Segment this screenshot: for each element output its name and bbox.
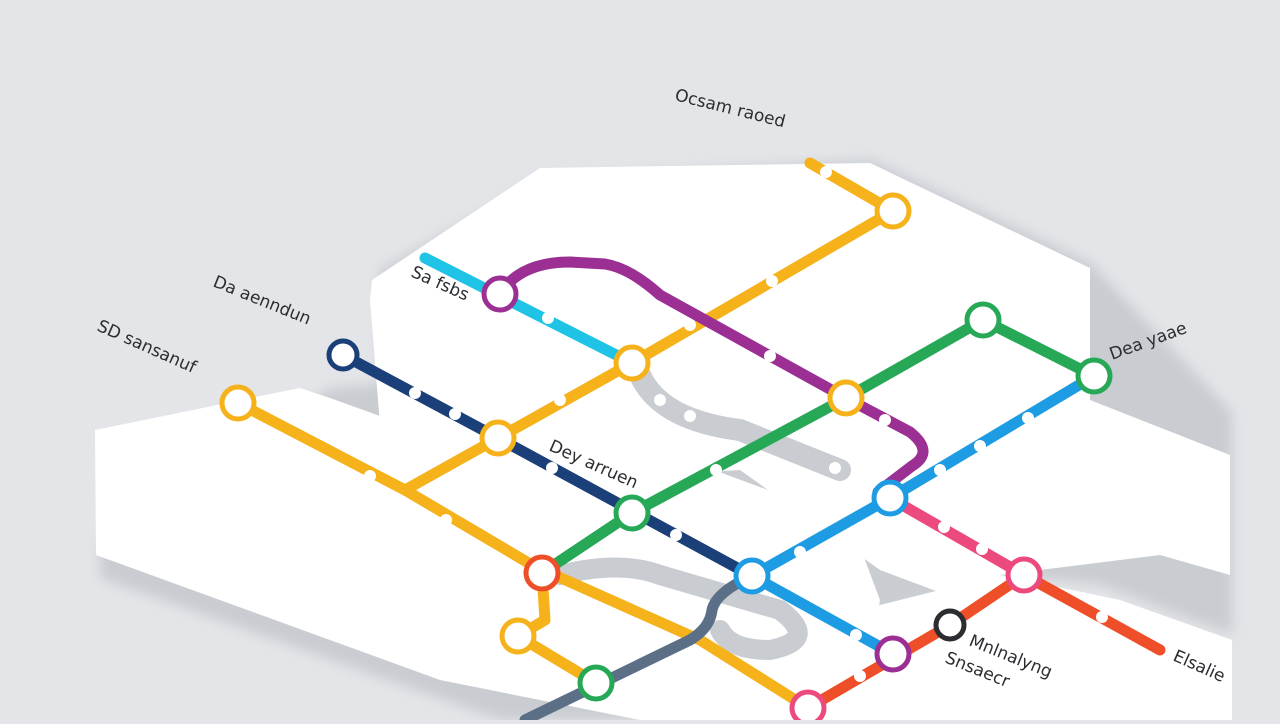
minor-stop	[440, 514, 452, 526]
pink-line	[884, 492, 1030, 581]
station[interactable]	[827, 379, 865, 417]
station[interactable]	[789, 689, 827, 724]
station[interactable]	[874, 192, 912, 230]
map-platforms	[95, 160, 1232, 720]
station[interactable]	[1075, 357, 1113, 395]
station[interactable]	[613, 344, 651, 382]
minor-stop	[934, 464, 946, 476]
station[interactable]	[933, 608, 967, 642]
station[interactable]	[871, 479, 909, 517]
purple-line	[494, 256, 929, 498]
platform-upper	[370, 163, 1230, 600]
minor-stop	[879, 414, 891, 426]
minor-stop	[554, 394, 566, 406]
station[interactable]	[874, 635, 912, 673]
major-stations	[219, 192, 1113, 724]
minor-stop	[829, 462, 841, 474]
station[interactable]	[733, 557, 771, 595]
minor-stop	[850, 629, 862, 641]
station[interactable]	[499, 617, 537, 655]
minor-stop	[546, 462, 558, 474]
blue-line	[746, 370, 1100, 660]
minor-stop	[710, 464, 722, 476]
orange-line-branch	[399, 484, 814, 714]
station[interactable]	[613, 494, 651, 532]
station[interactable]	[577, 664, 615, 702]
cyan-line	[419, 252, 638, 369]
minor-stop	[670, 529, 682, 541]
minor-stop	[938, 521, 950, 533]
red-line	[802, 569, 1166, 714]
minor-stop	[854, 670, 866, 682]
track-groove	[629, 364, 851, 481]
minor-stop	[409, 387, 421, 399]
station-label: Ocsam raoed	[673, 85, 788, 132]
station[interactable]	[481, 275, 519, 313]
minor-stop	[820, 166, 832, 178]
track-groove	[550, 557, 808, 661]
minor-stop	[794, 546, 806, 558]
minor-stop	[1022, 412, 1034, 424]
minor-stop	[974, 440, 986, 452]
station[interactable]	[523, 554, 561, 592]
minor-stop	[449, 408, 461, 420]
station-label: SD sansanuf	[94, 316, 200, 378]
station[interactable]	[219, 384, 257, 422]
minor-stop	[766, 275, 778, 287]
minor-stop	[684, 410, 696, 422]
slate-line	[519, 570, 758, 724]
minor-stops	[364, 166, 1108, 682]
station[interactable]	[964, 301, 1002, 339]
minor-stop	[684, 319, 696, 331]
minor-stop	[654, 394, 666, 406]
station[interactable]	[326, 338, 360, 372]
station[interactable]	[1005, 556, 1043, 594]
minor-stop	[764, 350, 776, 362]
minor-stop	[1096, 611, 1108, 623]
minor-stop	[976, 543, 988, 555]
station-label: Da aenndun	[210, 272, 314, 329]
station[interactable]	[479, 419, 517, 457]
minor-stop	[542, 312, 554, 324]
minor-stop	[364, 470, 376, 482]
